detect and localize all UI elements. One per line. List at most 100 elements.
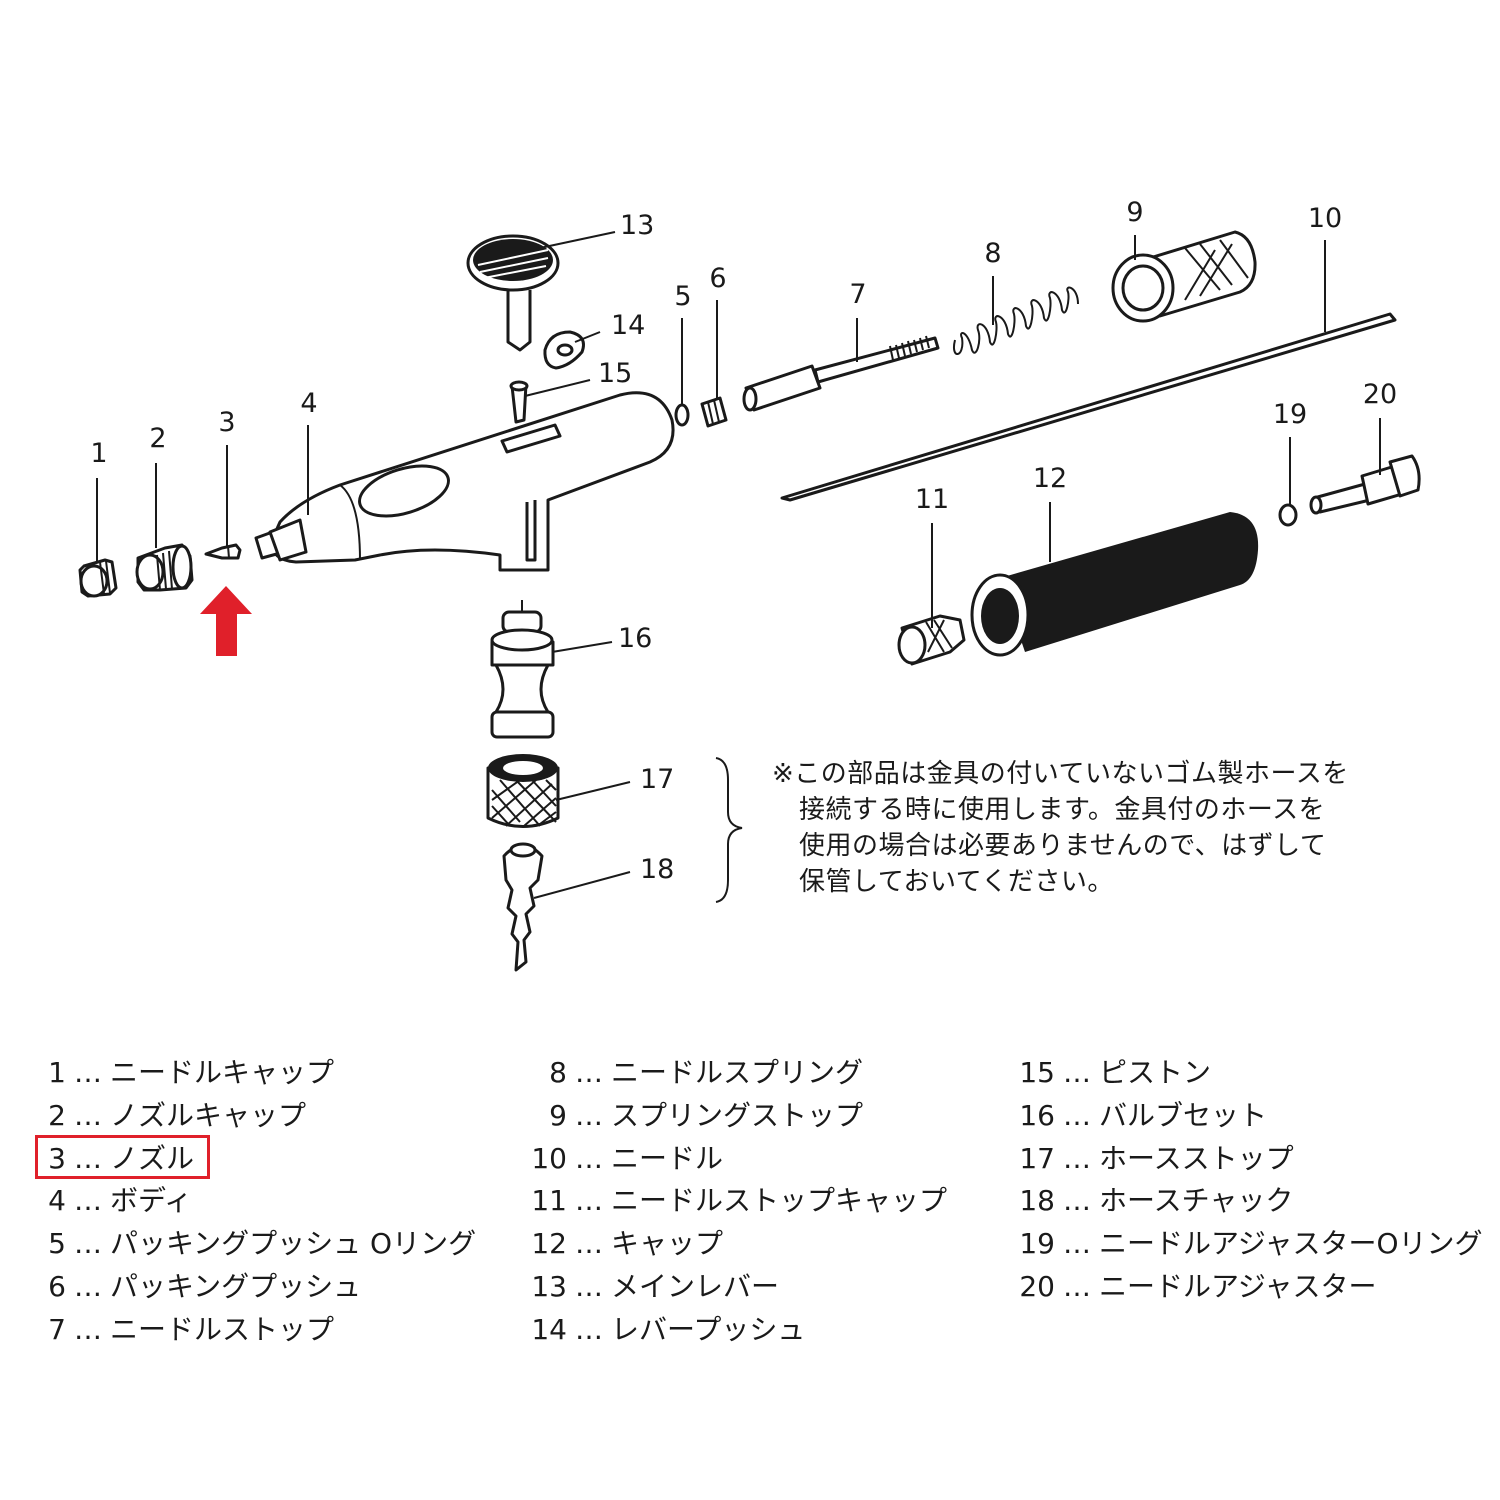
legend-number: 20 [1019, 1269, 1055, 1303]
legend-item: 19…ニードルアジャスターOリング [1005, 1223, 1482, 1266]
part-nozzle-cap [135, 543, 194, 592]
legend-separator: … [74, 1098, 102, 1132]
legend-number: 18 [1019, 1184, 1055, 1218]
legend-part-name: レバープッシュ [611, 1312, 806, 1346]
part-cap [970, 512, 1259, 657]
note-line: 接続する時に使用します。金具付のホースを [799, 795, 1326, 825]
callout-12: 12 [1033, 463, 1067, 494]
legend-part-name: ニードル [611, 1141, 724, 1175]
legend-item: 17…ホースストップ [1005, 1138, 1483, 1181]
legend-separator: … [575, 1184, 603, 1218]
legend-item: 11…ニードルストップキャップ [522, 1180, 947, 1223]
legend-part-name: ニードルストップキャップ [611, 1184, 948, 1218]
legend-number: 8 [549, 1056, 567, 1089]
legend-part-name: ノズルキャップ [110, 1098, 307, 1132]
legend-item: 14…レバープッシュ [522, 1309, 947, 1352]
legend-number: 10 [531, 1141, 567, 1175]
callout-9: 9 [1126, 197, 1143, 228]
callout-13: 13 [620, 210, 654, 241]
part-hose-stop [486, 754, 560, 828]
legend-part-name: ニードルスプリング [611, 1056, 864, 1089]
legend-separator: … [74, 1269, 102, 1303]
part-needle-stop-cap [897, 614, 966, 666]
callout-6: 6 [709, 263, 726, 294]
part-adjuster-o-ring [1278, 503, 1298, 527]
legend-separator: … [74, 1312, 102, 1346]
legend-separator: … [1063, 1056, 1091, 1089]
callout-18: 18 [640, 854, 674, 885]
legend-item: 3…ノズル [38, 1138, 476, 1181]
legend-number: 15 [1019, 1056, 1055, 1089]
legend-item: 18…ホースチャック [1005, 1180, 1483, 1223]
legend-part-name: ボディ [110, 1184, 193, 1218]
legend-item: 6…パッキングプッシュ [38, 1266, 476, 1309]
legend-part-name: スプリングストップ [611, 1098, 864, 1132]
legend-number: 1 [48, 1056, 66, 1089]
legend-item: 16…バルブセット [1005, 1095, 1483, 1138]
legend-item: 1…ニードルキャップ [38, 1052, 476, 1095]
callout-2: 2 [149, 423, 166, 454]
legend-part-name: ホースストップ [1099, 1141, 1294, 1175]
legend-number: 16 [1019, 1098, 1055, 1132]
highlight-box-nozzle [35, 1135, 210, 1179]
part-spring-stop [1111, 230, 1257, 323]
legend-part-name: メインレバー [611, 1269, 780, 1303]
legend-separator: … [74, 1056, 102, 1089]
part-nozzle [204, 543, 242, 560]
legend-item: 10…ニードル [522, 1138, 947, 1181]
legend-number: 5 [48, 1227, 66, 1261]
legend-part-name: バルブセット [1099, 1098, 1268, 1132]
legend-item: 15…ピストン [1005, 1052, 1483, 1095]
legend-number: 11 [531, 1184, 567, 1218]
legend-separator: … [1063, 1184, 1091, 1218]
callout-11: 11 [915, 484, 949, 515]
callout-labels: 1 2 3 4 5 6 7 8 9 10 11 12 13 14 15 16 1… [90, 197, 1397, 885]
callout-10: 10 [1308, 203, 1342, 234]
callout-20: 20 [1363, 379, 1397, 410]
callout-3: 3 [218, 407, 235, 438]
part-needle-adjuster [1309, 454, 1421, 515]
callout-1: 1 [90, 438, 107, 469]
legend-item: 5…パッキングプッシュ Oリング [38, 1223, 476, 1266]
legend-separator: … [575, 1227, 603, 1261]
legend-number: 13 [531, 1269, 567, 1303]
legend-item: 13…メインレバー [522, 1266, 947, 1309]
legend-separator: … [74, 1184, 102, 1218]
callout-leaders [96, 231, 1381, 899]
legend-part-name: ノズル [110, 1141, 195, 1175]
legend-separator: … [575, 1312, 603, 1346]
part-lever-push [543, 330, 585, 370]
part-needle [780, 312, 1397, 502]
legend-separator: … [74, 1227, 102, 1261]
legend-part-name: ニードルストップ [110, 1312, 335, 1346]
legend-item: 12…キャップ [522, 1223, 947, 1266]
legend-separator: … [575, 1056, 603, 1089]
part-packing-o-ring [674, 403, 690, 427]
legend-number: 17 [1019, 1141, 1055, 1175]
legend-item: 8…ニードルスプリング [522, 1052, 947, 1095]
part-main-lever [466, 234, 560, 352]
legend-number: 4 [48, 1184, 66, 1218]
part-needle-stop [742, 335, 940, 412]
legend-number: 3 [48, 1141, 66, 1175]
legend-item: 4…ボディ [38, 1180, 476, 1223]
callout-5: 5 [674, 281, 691, 312]
legend-part-name: パッキングプッシュ [110, 1269, 362, 1303]
note-line: ※この部品は金具の付いていないゴム製ホースを [772, 759, 1349, 789]
legend-separator: … [575, 1098, 603, 1132]
part-hose-chuck [502, 842, 544, 972]
callout-17: 17 [640, 764, 674, 795]
legend-number: 19 [1019, 1227, 1055, 1261]
callout-8: 8 [984, 238, 1001, 269]
legend-separator: … [1063, 1269, 1091, 1303]
legend-item: 9…スプリングストップ [522, 1095, 947, 1138]
legend-part-name: ニードルアジャスター [1099, 1269, 1377, 1303]
legend-part-name: キャップ [611, 1227, 724, 1261]
legend-item: 2…ノズルキャップ [38, 1095, 476, 1138]
legend-part-name: ニードルキャップ [110, 1056, 335, 1089]
legend-number: 6 [48, 1269, 66, 1303]
legend-number: 2 [48, 1098, 66, 1132]
note-line: 使用の場合は必要ありませんので、はずして [799, 831, 1327, 861]
legend-part-name: パッキングプッシュ Oリング [110, 1227, 477, 1261]
